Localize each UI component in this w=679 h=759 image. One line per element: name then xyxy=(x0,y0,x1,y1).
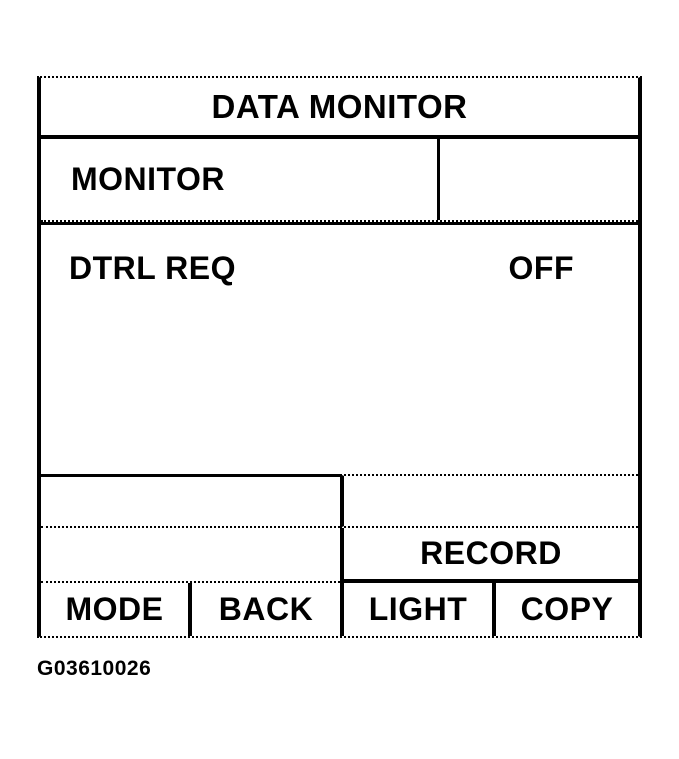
monitor-header-value xyxy=(437,139,638,220)
screen-title: DATA MONITOR xyxy=(41,78,638,139)
record-button[interactable]: RECORD xyxy=(340,528,638,583)
monitor-header-label: MONITOR xyxy=(71,161,226,197)
spacer-row xyxy=(41,474,638,528)
light-button[interactable]: LIGHT xyxy=(340,583,492,636)
back-button[interactable]: BACK xyxy=(188,583,340,636)
spacer-cell-left xyxy=(41,474,340,528)
param-value: OFF xyxy=(508,250,574,286)
record-row: RECORD xyxy=(41,528,638,583)
data-monitor-area: DTRL REQ OFF xyxy=(41,222,638,474)
param-label: DTRL REQ xyxy=(69,250,236,286)
consult-screen: DATA MONITOR MONITOR DTRL REQ OFF RECORD… xyxy=(37,76,642,638)
mode-button[interactable]: MODE xyxy=(65,591,164,627)
figure-id-caption: G03610026 xyxy=(37,657,152,680)
record-row-empty-cell xyxy=(41,528,340,583)
spacer-cell-right xyxy=(340,474,638,528)
monitor-header-row: MONITOR xyxy=(41,139,638,222)
copy-button[interactable]: COPY xyxy=(492,583,638,636)
data-row: DTRL REQ OFF xyxy=(69,249,574,287)
softkey-row: MODE BACK LIGHT COPY xyxy=(41,583,638,636)
